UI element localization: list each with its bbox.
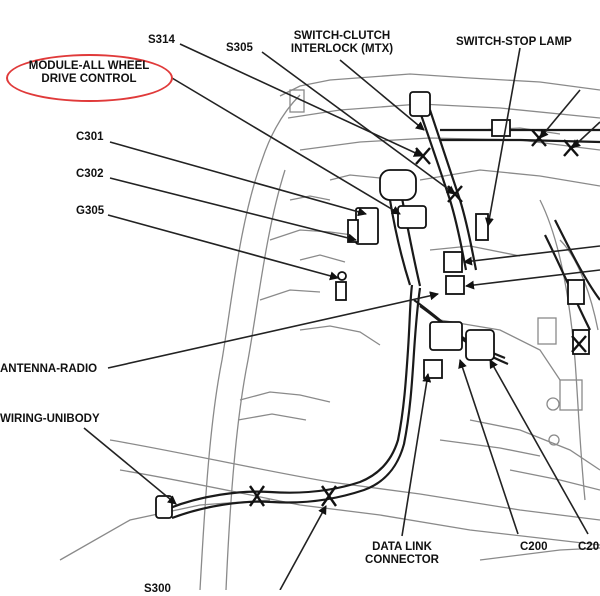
leader-right-2 (465, 269, 600, 290)
label-module-awd-line2: DRIVE CONTROL (41, 73, 137, 85)
leader-g305 (107, 214, 339, 281)
leader-module-awd (171, 77, 401, 215)
splice-x-s314 (415, 147, 431, 165)
splice-x-unibody-1 (249, 485, 265, 507)
label-data-link-line2: CONNECTOR (365, 554, 439, 566)
splice-x-unibody-2 (321, 485, 337, 507)
label-g305: G305 (76, 205, 105, 217)
label-module-awd-line1: MODULE-ALL WHEEL (28, 60, 150, 72)
leader-switch-stop-lamp (484, 47, 521, 227)
leader-s314 (179, 43, 423, 157)
label-switch-stop-lamp: SWITCH-STOP LAMP (456, 36, 572, 48)
leader-stop-lamp-right-a (539, 89, 581, 139)
label-data-link-connector: DATA LINK CONNECTOR (352, 541, 452, 567)
leader-antenna-radio (107, 291, 439, 369)
label-s305: S305 (226, 42, 253, 54)
leader-c200 (458, 359, 519, 535)
label-c20-partial: C20 (578, 541, 600, 553)
splice-markers (249, 129, 587, 507)
splice-x-right (571, 335, 587, 353)
leader-lines (83, 43, 600, 590)
leader-switch-clutch (339, 59, 425, 131)
label-c200: C200 (520, 541, 548, 553)
label-switch-clutch-line2: INTERLOCK (MTX) (290, 43, 394, 55)
connectors (155, 91, 590, 519)
leader-c20-partial (489, 359, 589, 535)
leader-s305 (261, 51, 456, 195)
label-module-awd: MODULE-ALL WHEEL DRIVE CONTROL (14, 60, 164, 86)
leader-c301 (109, 141, 367, 217)
splice-x-stop-2 (563, 139, 579, 157)
label-switch-clutch: SWITCH-CLUTCH INTERLOCK (MTX) (282, 30, 402, 56)
leader-stop-lamp-right-b (571, 121, 600, 149)
label-wiring-unibody: WIRING-UNIBODY (0, 413, 100, 425)
label-switch-clutch-line1: SWITCH-CLUTCH (293, 30, 391, 42)
leader-s300-partial (279, 505, 327, 590)
leader-data-link (401, 373, 432, 537)
label-s314: S314 (148, 34, 175, 46)
leader-right-1 (463, 245, 600, 266)
label-c301: C301 (76, 131, 104, 143)
highlight-ellipse (6, 54, 173, 102)
label-c302: C302 (76, 168, 104, 180)
leader-wiring-unibody (83, 427, 177, 505)
leader-c302 (109, 177, 357, 243)
label-antenna-radio: ANTENNA-RADIO (0, 363, 98, 375)
label-data-link-line1: DATA LINK (372, 541, 432, 553)
